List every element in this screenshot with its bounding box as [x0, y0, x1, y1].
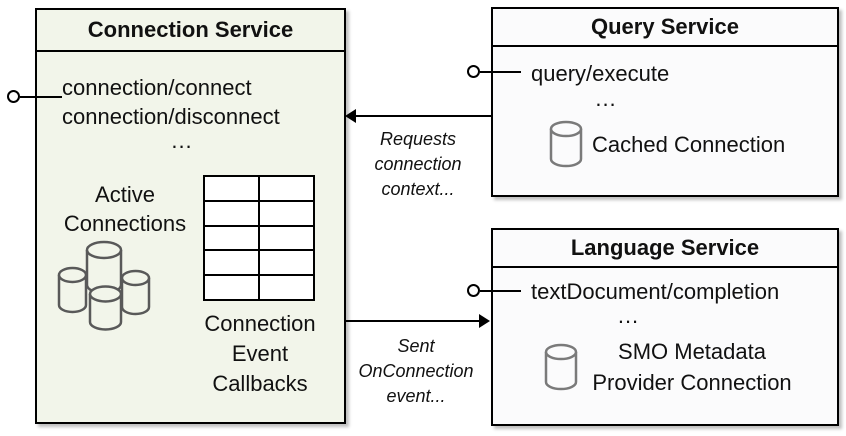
table-cell [260, 226, 313, 250]
smo-metadata-provider-connection-label: SMO Metadata Provider Connection [592, 339, 792, 395]
language-service-box: Language Service [491, 228, 839, 426]
table-cell [260, 276, 313, 299]
callbacks-table-icon [203, 175, 315, 301]
table-cell [260, 177, 313, 200]
connection-service-title: Connection Service [37, 10, 344, 52]
language-methods-ellipsis: ... [617, 303, 640, 328]
table-cell [205, 276, 258, 299]
cached-connection-database-icon [549, 120, 583, 168]
connection-interface-lollipop-icon [7, 90, 20, 103]
requests-arrow-label: Requests connection context... [374, 129, 462, 199]
cached-connection-label: Cached Connection [592, 132, 786, 157]
database-cluster-icon [57, 240, 151, 331]
smo-metadata-database-icon [544, 343, 578, 391]
query-service-title: Query Service [493, 9, 837, 47]
requests-arrow-left-head-icon [345, 109, 356, 123]
active-connections-label: Active Connections [63, 182, 187, 236]
sent-arrow-line [346, 320, 480, 322]
query-service-box: Query Service [491, 7, 839, 197]
language-interface-lollipop-icon [467, 284, 480, 297]
table-cell [205, 251, 258, 275]
table-cell [260, 251, 313, 275]
connection-disconnect-method: connection/disconnect [62, 104, 280, 129]
sent-arrow-right-head-icon [479, 314, 490, 328]
query-methods-ellipsis: ... [595, 86, 617, 111]
language-interface-line [480, 290, 521, 292]
table-cell [205, 201, 258, 225]
connection-event-callbacks-label: Connection Event Callbacks [204, 311, 316, 396]
table-cell [205, 177, 258, 200]
sent-arrow-label: Sent OnConnection event... [358, 336, 474, 406]
connection-methods-ellipsis: ... [171, 128, 193, 153]
query-interface-line [480, 71, 521, 73]
connection-connect-method: connection/connect [62, 75, 252, 100]
requests-arrow-line [354, 115, 491, 117]
query-execute-method: query/execute [531, 61, 670, 86]
table-cell [205, 226, 258, 250]
connection-interface-line [20, 96, 62, 98]
query-interface-lollipop-icon [467, 65, 480, 78]
textdocument-completion-method: textDocument/completion [531, 279, 780, 304]
table-cell [260, 201, 313, 225]
language-service-title: Language Service [493, 230, 837, 268]
